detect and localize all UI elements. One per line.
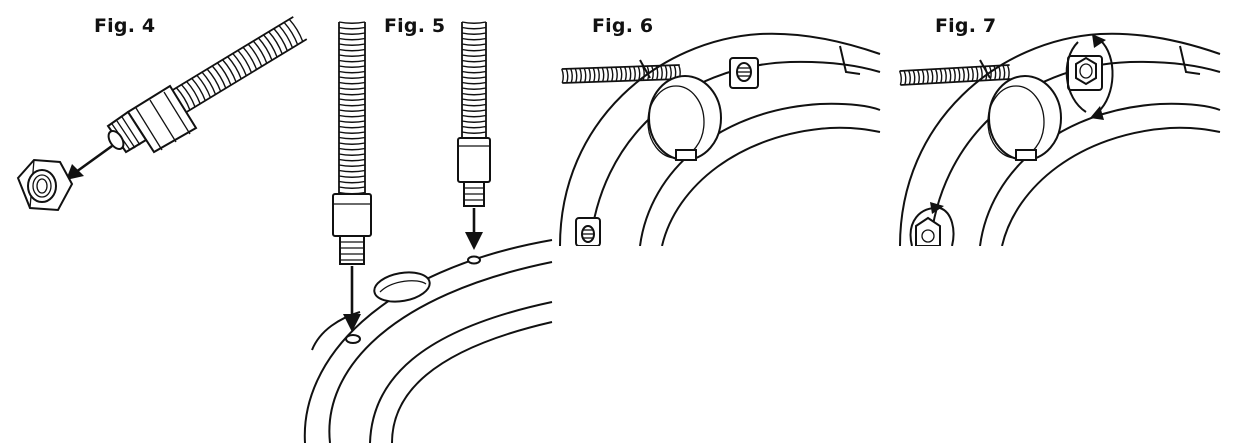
fig-5-arrow-right (465, 208, 483, 250)
fig-5-fitting-right (457, 137, 491, 207)
fig-4-fitting (106, 84, 198, 154)
fig-5-label: Fig. 5 (384, 15, 446, 37)
fig-4-hose (170, 16, 308, 114)
fig-6-hose (561, 64, 681, 84)
fig-7-label: Fig. 7 (935, 15, 997, 37)
fig-6-label: Fig. 6 (592, 15, 654, 37)
fig-4-nut (16, 158, 74, 212)
fig-4-arrow (66, 144, 113, 180)
fig-5-ring (303, 239, 553, 443)
fig-4-illustration (16, 16, 308, 212)
fig-5-hose-left (338, 21, 366, 196)
fig-5-arrow-left (343, 266, 361, 332)
fig-7-hose (898, 64, 1011, 86)
fig-4-label: Fig. 4 (94, 15, 156, 37)
fig-5-fitting-left (332, 193, 372, 265)
fig-5-hose-right (461, 21, 487, 140)
fig-6-illustration (559, 32, 881, 246)
fig-5-illustration (303, 21, 553, 443)
fig-7-illustration (898, 32, 1221, 246)
